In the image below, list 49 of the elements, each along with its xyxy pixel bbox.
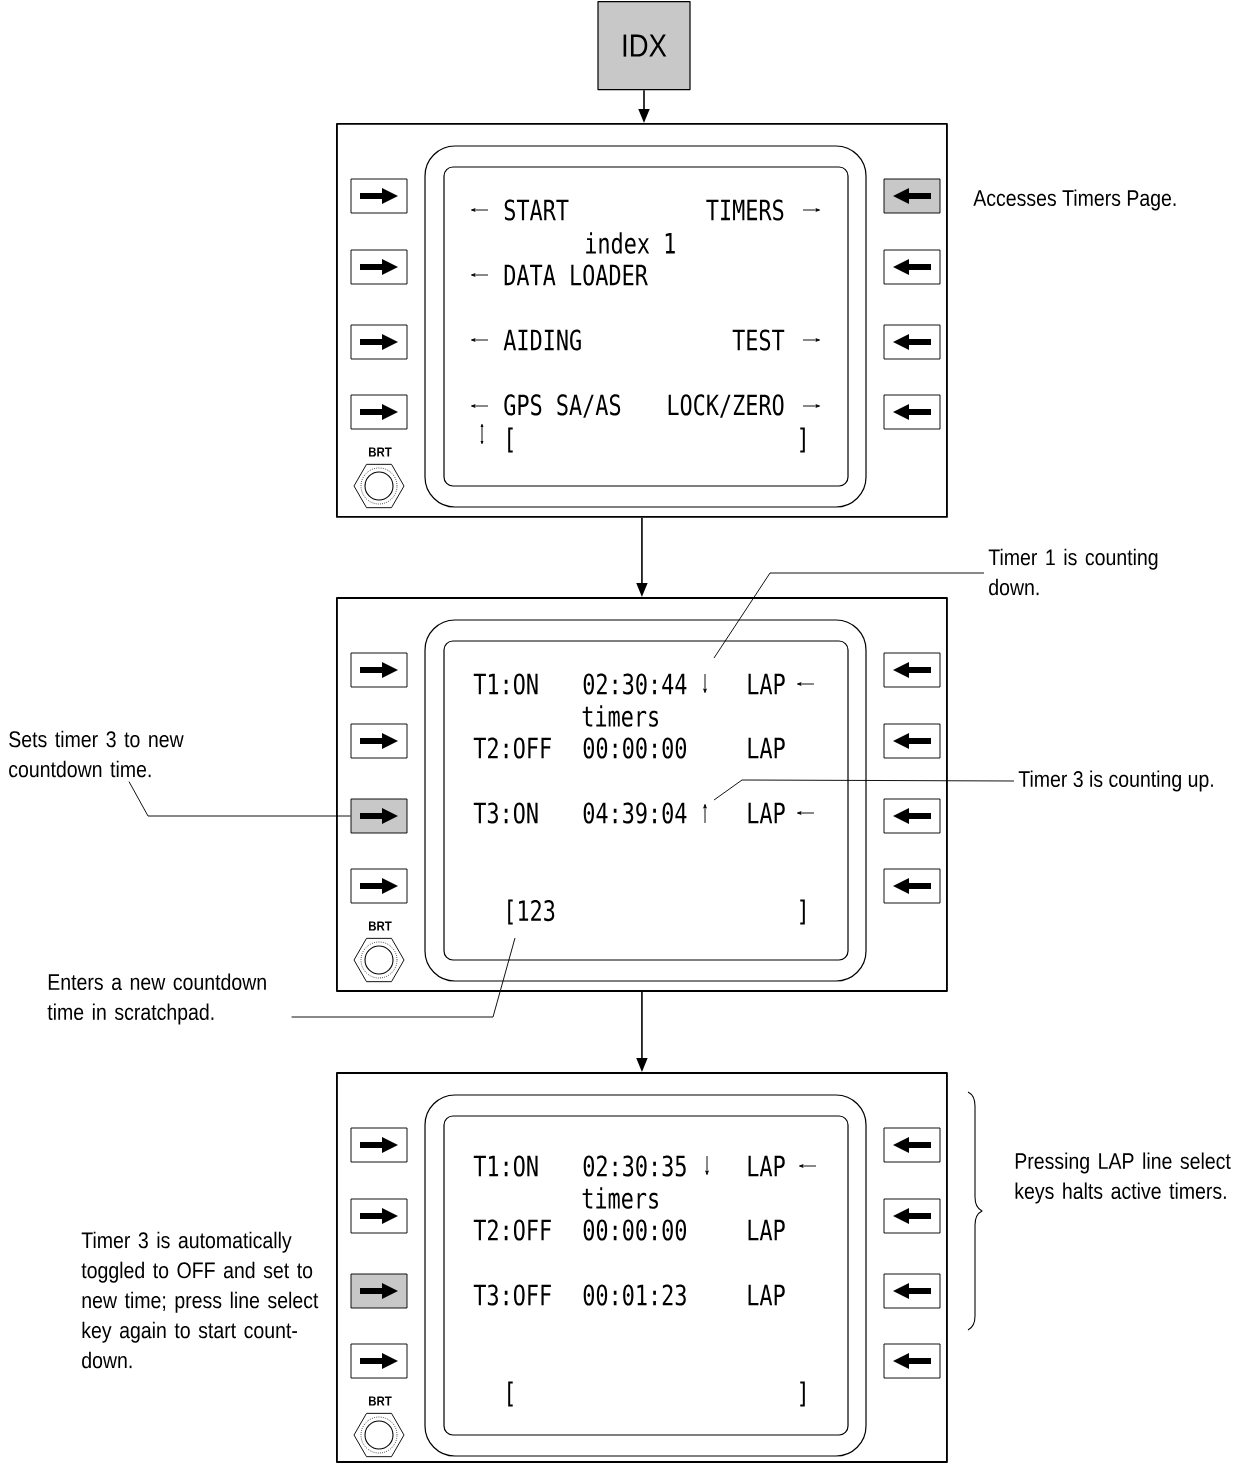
screen-text: [ [508, 1381, 513, 1407]
line-select-key [350, 798, 408, 834]
screen-text: [ [508, 427, 513, 453]
screen-text: T2:OFF [473, 737, 551, 759]
screen-text: LAP [748, 1284, 785, 1306]
screen-text: timers [582, 1187, 658, 1209]
knob-label: BRT [369, 447, 392, 457]
screen-text: LAP [748, 737, 785, 759]
screen-text: 04:39:04 [583, 802, 687, 824]
screen-text: 00:00:00 [583, 737, 687, 759]
leader-line [291, 937, 516, 1018]
screen-text: LAP [748, 1219, 785, 1241]
screen-text: DATA LOADER [504, 264, 648, 286]
screen-text: T1:ON [473, 1155, 538, 1177]
screen-text: ] [800, 899, 805, 925]
screen-text: LOCK/ZERO [668, 394, 784, 418]
screen-text: ] [800, 427, 805, 453]
knob-label: BRT [369, 921, 392, 931]
annotation-text: Enters a new countdown time in scratchpad. [47, 973, 266, 1025]
screen-text: LAP [748, 673, 785, 695]
annotation-text: Accesses Timers Page. [973, 189, 1176, 211]
screen-text: LAP [748, 1155, 785, 1177]
annotation-text: Sets timer 3 to new countdown time. [9, 730, 184, 778]
knob-label: BRT [369, 1396, 392, 1406]
leader-line [128, 781, 351, 817]
screen-text: [123 [508, 899, 555, 925]
leader-line [713, 572, 985, 659]
screen-text: 02:30:35 [583, 1155, 686, 1177]
screen-text: TEST [732, 329, 785, 351]
screen-text: T3:ON [473, 802, 538, 824]
screen-text: GPS SA/AS [504, 394, 621, 418]
annotation-text: Pressing LAP line select keys halts active timers. [1015, 1152, 1231, 1204]
annotation-text: Timer 1 is counting down. [988, 548, 1158, 596]
screen-text: 00:01:23 [583, 1284, 686, 1306]
screen-text: T2:OFF [473, 1219, 551, 1241]
screen-text: START [504, 199, 569, 221]
screen-text: 02:30:44 [583, 673, 687, 695]
screen-text: timers [582, 705, 658, 727]
screen-text: LAP [748, 802, 785, 824]
screen-text: TIMERS [706, 199, 784, 221]
screen-text: AIDING [503, 329, 581, 351]
index-key: IDX [597, 1, 691, 91]
screen-text: T1:ON [473, 673, 538, 695]
screen-text: ] [800, 1381, 805, 1407]
leader-line [713, 779, 1015, 801]
screen-text: T3:OFF [473, 1284, 551, 1306]
annotation-text: Timer 3 is counting up. [1018, 770, 1213, 792]
screen-text: index 1 [586, 232, 675, 254]
screen-text: 00:00:00 [583, 1219, 687, 1241]
